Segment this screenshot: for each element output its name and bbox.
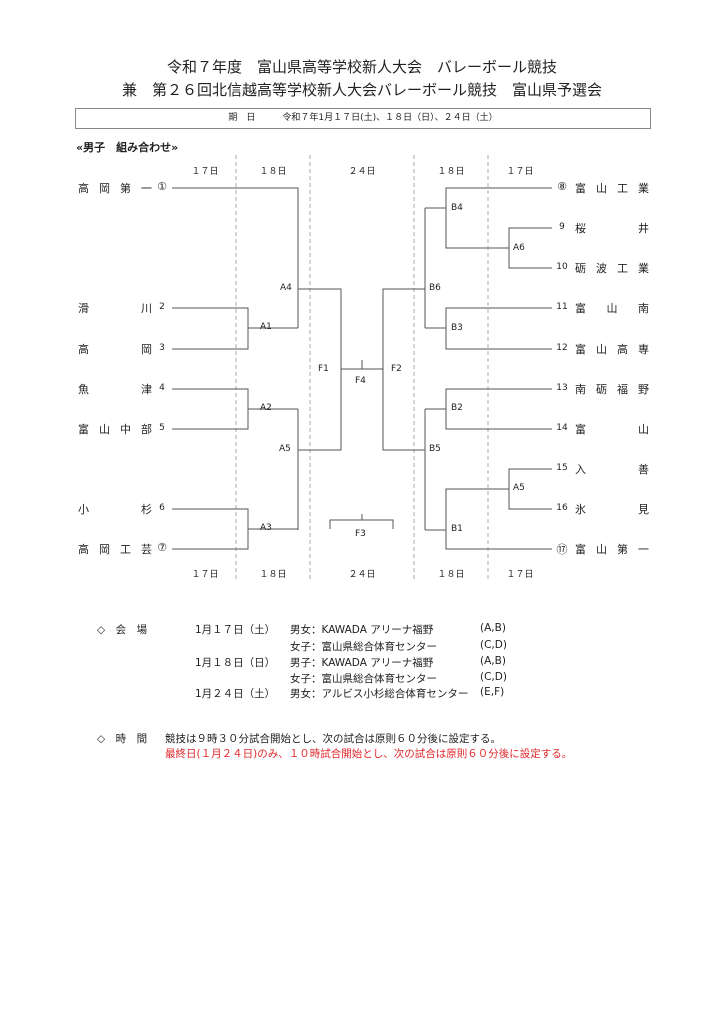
- match-label: B4: [451, 203, 463, 213]
- period-label: 期 日: [228, 113, 256, 123]
- match-label: B6: [429, 283, 441, 293]
- match-label: F2: [391, 364, 402, 374]
- match-label: A6: [513, 243, 525, 253]
- time-note-final-day: 最終日(１月２４日)のみ、１０時試合開始とし、次の試合は原則６０分後に設定する。: [165, 748, 573, 760]
- team-name: 氷見: [575, 503, 649, 516]
- venue-courts: (A,B): [480, 655, 506, 667]
- venue-place: 女子：富山県総合体育センター: [290, 641, 437, 653]
- team-number: 2: [159, 302, 165, 312]
- match-label: A5: [513, 483, 525, 493]
- team-name: 南砺福野: [575, 383, 649, 396]
- date-footer: ２４日: [348, 570, 376, 580]
- venue-place: 女子：富山県総合体育センター: [290, 673, 437, 685]
- date-footer: １８日: [437, 570, 465, 580]
- day-dividers: [235, 155, 489, 580]
- date-header: ２４日: [348, 167, 376, 177]
- match-label: F4: [355, 376, 366, 386]
- match-label: A1: [260, 322, 272, 332]
- team-name: 桜井: [575, 222, 649, 235]
- team-number: ①: [157, 180, 167, 193]
- venue-date: 1月１７日（土）: [195, 624, 276, 636]
- date-header: １８日: [437, 167, 465, 177]
- team-number: 16: [556, 503, 568, 513]
- match-label: B1: [451, 524, 463, 534]
- venue-courts: (A,B): [480, 622, 506, 634]
- match-label: F3: [355, 529, 366, 539]
- time-label: ◇ 時 間: [97, 733, 148, 745]
- match-label: B2: [451, 403, 463, 413]
- match-label: A5: [279, 444, 291, 454]
- team-name: 富山高専: [575, 343, 649, 356]
- team-number: 15: [556, 463, 568, 473]
- team-number: 9: [559, 222, 565, 232]
- team-name: 砺波工業: [575, 262, 649, 275]
- match-label: B5: [429, 444, 441, 454]
- team-name: 滑川: [78, 302, 152, 315]
- match-label: A2: [260, 403, 272, 413]
- title-line-1: 令和７年度 富山県高等学校新人大会 バレーボール競技: [166, 58, 557, 76]
- period-value: 令和７年1月１７日(土)、１８日（日）、２４日（土）: [282, 113, 498, 123]
- team-number: 12: [556, 343, 568, 353]
- team-number: 3: [159, 343, 165, 353]
- team-name: 富山第一: [575, 543, 649, 556]
- bracket-lines: [172, 155, 552, 580]
- team-number: 14: [556, 423, 568, 433]
- team-number: ⑰: [556, 543, 568, 556]
- venue-date: 1月２４日（土）: [195, 688, 276, 700]
- venue-label: ◇ 会 場: [97, 624, 148, 636]
- team-name: 高岡: [78, 343, 152, 356]
- team-name: 高岡第一: [78, 182, 152, 195]
- team-name: 入善: [575, 463, 649, 476]
- team-name: 富山南: [575, 302, 649, 315]
- match-label: A3: [260, 523, 272, 533]
- team-name: 富山工業: [575, 182, 649, 195]
- team-number: 11: [556, 302, 568, 312]
- team-name: 富山: [575, 423, 649, 436]
- team-name: 魚津: [78, 383, 152, 396]
- date-footer: １８日: [259, 570, 287, 580]
- team-number: ⑦: [157, 541, 167, 554]
- time-note: 競技は９時３０分試合開始とし、次の試合は原則６０分後に設定する。: [165, 733, 501, 745]
- team-number: 5: [159, 423, 165, 433]
- date-footer: １７日: [506, 570, 534, 580]
- team-number: 4: [159, 383, 165, 393]
- match-label: A4: [280, 283, 292, 293]
- section-title: «男子 組み合わせ»: [76, 141, 179, 154]
- date-footer: １７日: [191, 570, 219, 580]
- team-name: 高岡工芸: [78, 543, 152, 556]
- date-header: １７日: [191, 167, 219, 177]
- team-name: 小杉: [78, 503, 152, 516]
- venue-date: 1月１８日（日）: [195, 657, 276, 669]
- date-header: １７日: [506, 167, 534, 177]
- venue-courts: (E,F): [480, 686, 505, 698]
- date-header: １８日: [259, 167, 287, 177]
- period-box: 期 日 令和７年1月１７日(土)、１８日（日）、２４日（土）: [75, 108, 651, 129]
- match-label: B3: [451, 323, 463, 333]
- venue-place: 男子：KAWADA アリーナ福野: [290, 657, 434, 669]
- venue-courts: (C,D): [480, 671, 507, 683]
- team-number: 6: [159, 503, 165, 513]
- team-name: 富山中部: [78, 423, 152, 436]
- venue-place: 男女：KAWADA アリーナ福野: [290, 624, 434, 636]
- team-number: 13: [556, 383, 568, 393]
- team-number: ⑧: [557, 180, 567, 193]
- title-line-2: 兼 第２６回北信越高等学校新人大会バレーボール競技 富山県予選会: [121, 81, 602, 99]
- venue-place: 男女：アルビス小杉総合体育センター: [290, 688, 469, 700]
- team-number: 10: [556, 262, 568, 272]
- venue-courts: (C,D): [480, 639, 507, 651]
- match-label: F1: [318, 364, 329, 374]
